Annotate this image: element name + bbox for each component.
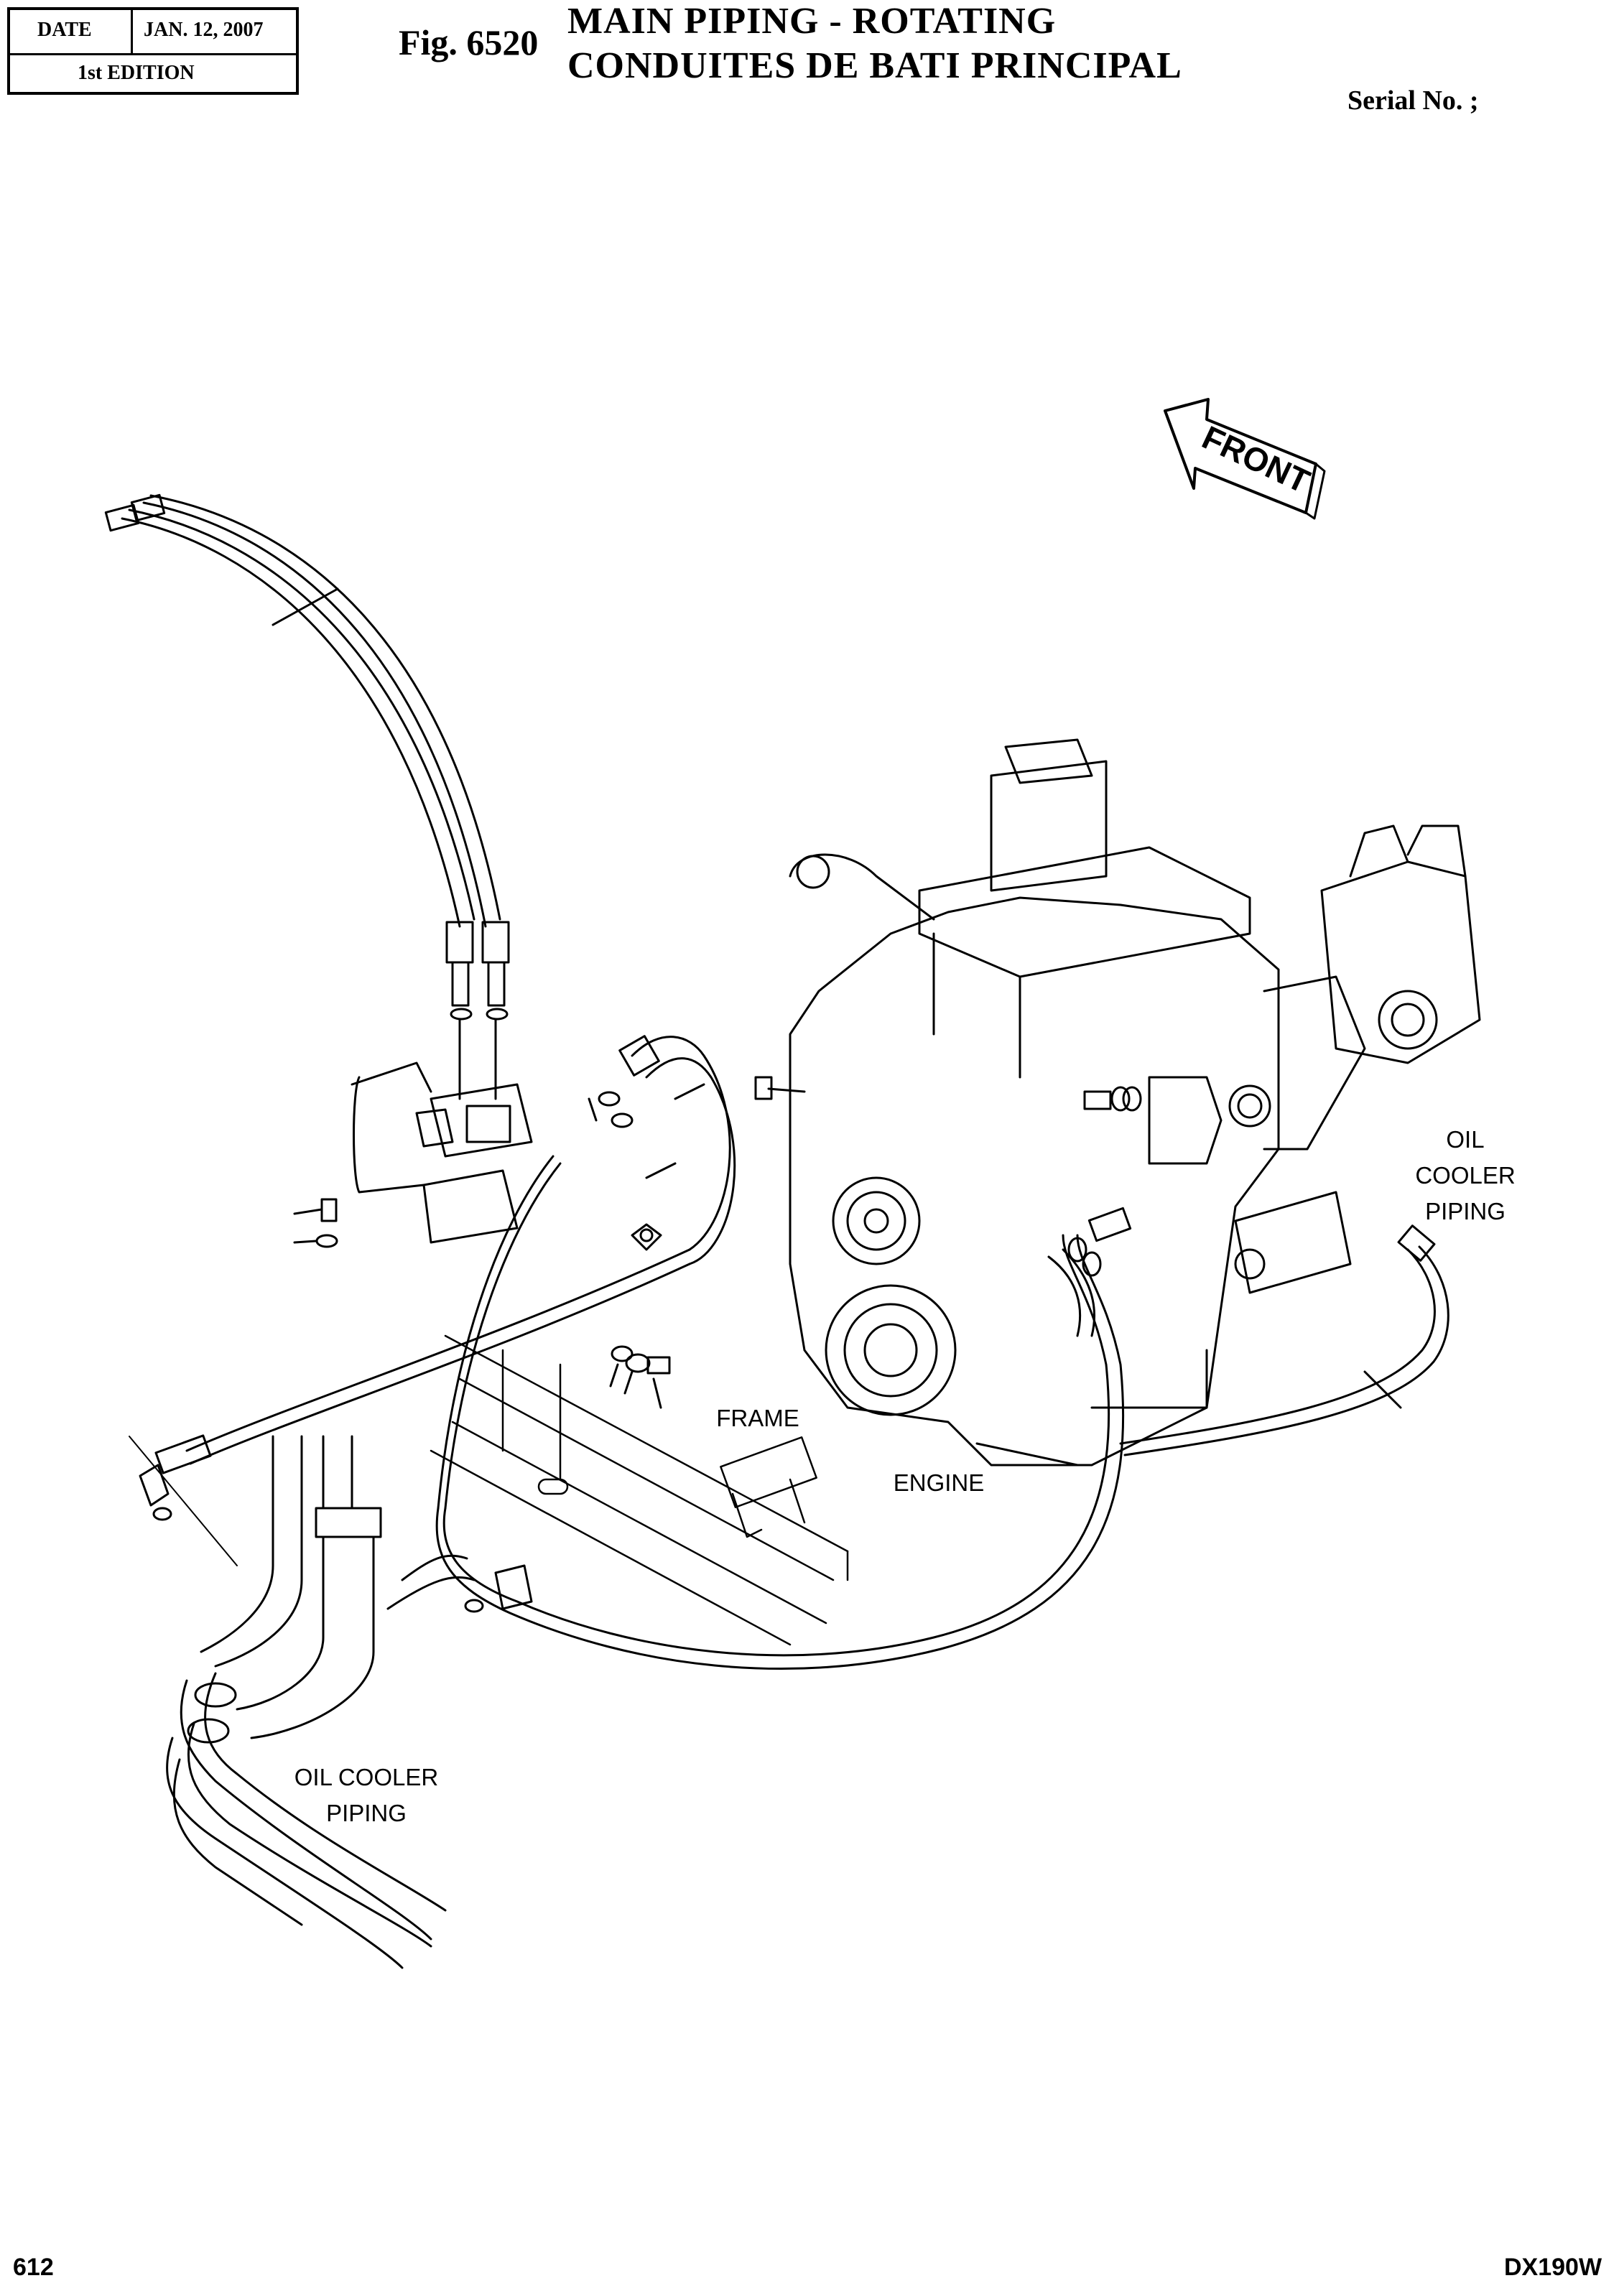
date-label: DATE	[37, 19, 92, 41]
oil-cooler-hose-right	[1119, 1224, 1449, 1456]
title-english: MAIN PIPING - ROTATING	[567, 1, 1057, 42]
oil-cooler-pipes-left	[129, 1435, 476, 1969]
engine-block	[789, 738, 1280, 1467]
title-french: CONDUITES DE BATI PRINCIPAL	[567, 45, 1182, 86]
lower-hose	[435, 1234, 1125, 1670]
upper-hoses	[104, 493, 501, 928]
valve-assembly	[351, 921, 533, 1244]
header-divider	[131, 10, 133, 53]
frame-label: FRAME	[716, 1405, 799, 1431]
page-number: 612	[13, 2254, 54, 2281]
front-arrow-icon: FRONT	[1164, 398, 1326, 520]
oil-cooler-label-left-line2: PIPING	[326, 1800, 407, 1826]
header-row	[10, 10, 296, 55]
engine-label: ENGINE	[893, 1469, 985, 1496]
date-value: JAN. 12, 2007	[144, 19, 264, 41]
edition-label: 1st EDITION	[78, 62, 195, 84]
oil-cooler-label-right-line3: PIPING	[1425, 1198, 1506, 1224]
header-box: DATE JAN. 12, 2007 1st EDITION	[7, 7, 299, 95]
hose-fittings-mid	[588, 1035, 736, 1265]
model-number: DX190W	[1504, 2254, 1602, 2281]
oil-cooler-label-right-line2: COOLER	[1415, 1162, 1516, 1189]
oil-cooler-label-left-line1: OIL COOLER	[294, 1764, 439, 1790]
serial-number: Serial No. ;	[1347, 85, 1479, 116]
figure-number: Fig. 6520	[399, 22, 539, 62]
oil-cooler-label-right-line1: OIL	[1446, 1126, 1485, 1153]
engine-fittings	[754, 1076, 1142, 1337]
frame-rails	[430, 1334, 849, 1646]
bracket-hardware	[609, 1223, 671, 1409]
hardware-left	[293, 1198, 338, 1248]
long-hose-left	[139, 1155, 691, 1521]
front-label: FRONT	[1197, 418, 1316, 500]
fuel-pump	[1234, 824, 1481, 1294]
